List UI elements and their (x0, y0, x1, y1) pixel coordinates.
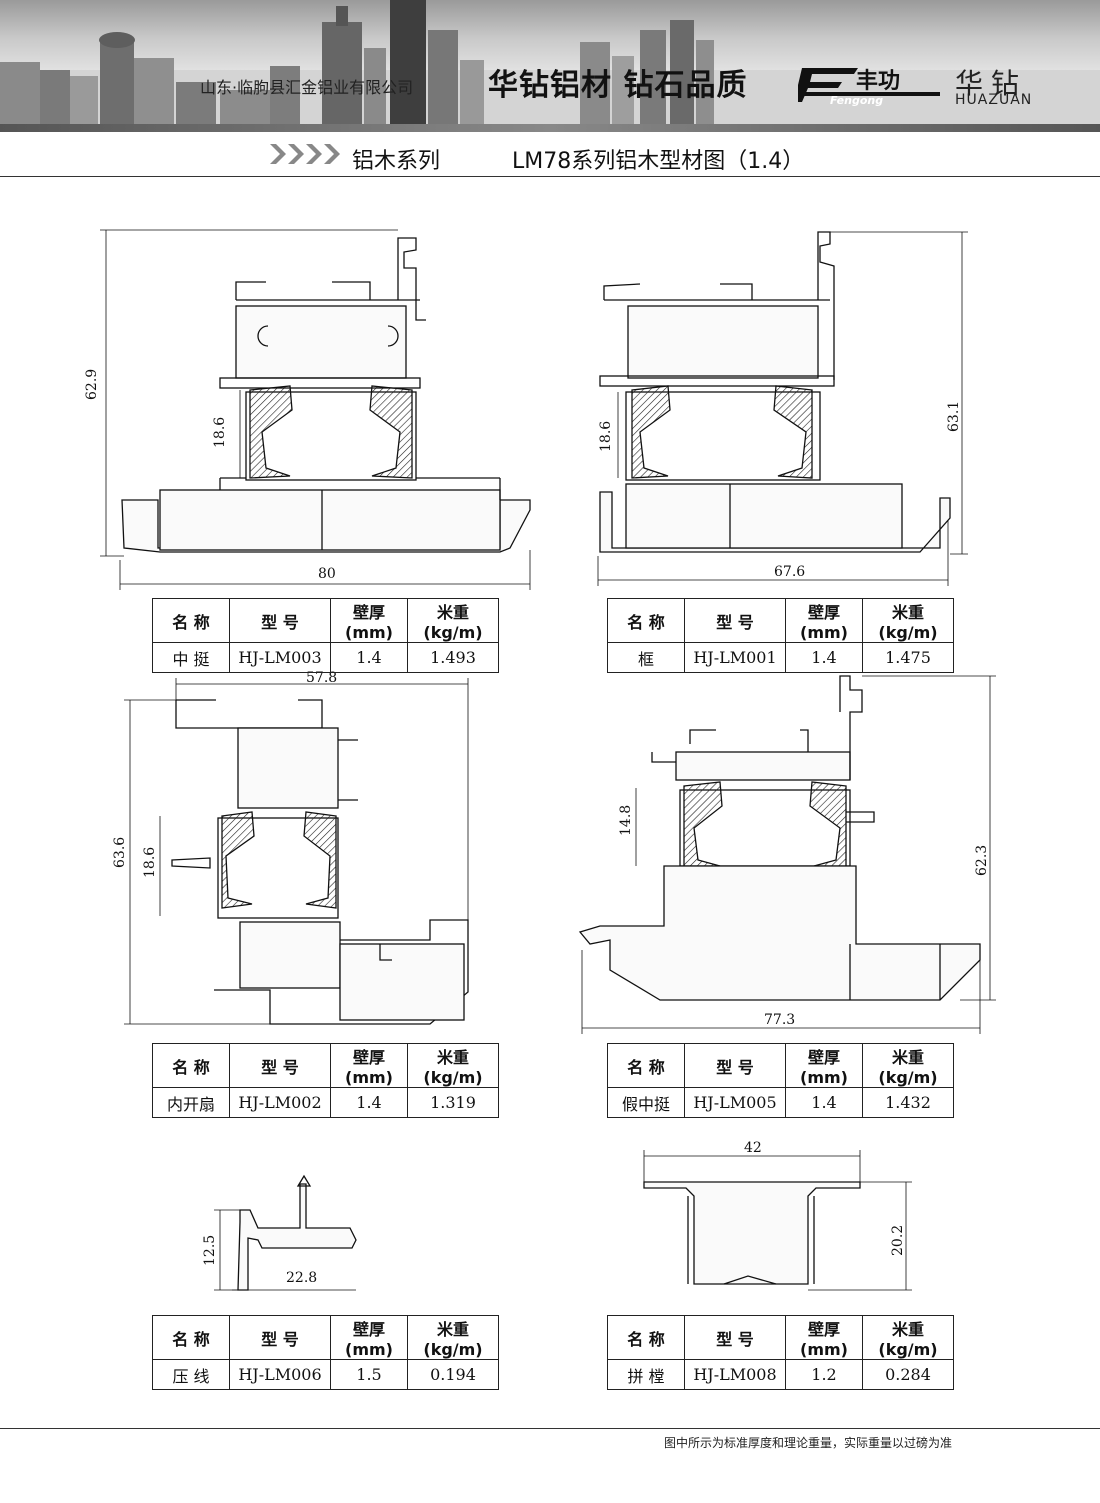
profile-lm001-drawing (599, 231, 951, 553)
profile-weight: 0.284 (862, 1359, 954, 1390)
profile-thickness: 1.2 (785, 1359, 863, 1390)
lm003-inner-label: 18.6 (212, 417, 228, 448)
svg-text:Fengong: Fengong (830, 94, 883, 106)
header-thickness: 壁厚(mm) (785, 598, 863, 643)
header-thickness: 壁厚(mm) (330, 598, 408, 643)
header-divider (0, 176, 1100, 177)
profile-model: HJ-LM008 (684, 1359, 786, 1390)
header-name: 名 称 (152, 598, 230, 643)
profile-lm008-drawing (643, 1181, 861, 1285)
header-model: 型 号 (229, 1043, 331, 1088)
profile-model: HJ-LM006 (229, 1359, 331, 1390)
lm006-width-label: 22.8 (286, 1270, 317, 1286)
city-skyline-banner (0, 0, 1100, 128)
profile-name: 假中挺 (607, 1087, 685, 1118)
lm006-height-label: 12.5 (202, 1235, 218, 1266)
header-thickness: 壁厚(mm) (330, 1043, 408, 1088)
lm005-width-label: 77.3 (764, 1012, 795, 1028)
profile-thickness: 1.4 (330, 642, 408, 673)
lm005-inner-label: 14.8 (618, 805, 634, 836)
header-model: 型 号 (684, 598, 786, 643)
profile-weight: 1.432 (862, 1087, 954, 1118)
brand-name-cn: 华钻 (955, 67, 1028, 100)
chevron-arrows-icon (270, 144, 340, 164)
series-label: 铝木系列 (352, 149, 441, 174)
header-model: 型 号 (229, 598, 331, 643)
header-name: 名 称 (152, 1043, 230, 1088)
slogan: 华钻铝材 钻石品质 (488, 68, 748, 103)
profile-lm003-drawing (121, 237, 531, 553)
profile-weight: 1.475 (862, 642, 954, 673)
brand-name-en: HUAZUAN (955, 92, 1033, 108)
profile-weight: 0.194 (407, 1359, 499, 1390)
profile-name: 框 (607, 642, 685, 673)
profile-name: 拼 樘 (607, 1359, 685, 1390)
header-weight: 米重(kg/m) (862, 1043, 954, 1088)
header-name: 名 称 (607, 598, 685, 643)
profile-weight: 1.319 (407, 1087, 499, 1118)
footer-divider (0, 1428, 1100, 1429)
profile-thickness: 1.5 (330, 1359, 408, 1390)
header-name: 名 称 (152, 1315, 230, 1360)
header-band (0, 124, 1100, 132)
profile-model: HJ-LM003 (229, 642, 331, 673)
profile-lm006-drawing (237, 1174, 357, 1291)
header-thickness: 壁厚(mm) (785, 1315, 863, 1360)
profile-thickness: 1.4 (330, 1087, 408, 1118)
profile-model: HJ-LM002 (229, 1087, 331, 1118)
header-thickness: 壁厚(mm) (330, 1315, 408, 1360)
lm001-width-label: 67.6 (774, 564, 805, 580)
header-model: 型 号 (684, 1043, 786, 1088)
header-weight: 米重(kg/m) (862, 598, 954, 643)
profile-weight: 1.493 (407, 642, 499, 673)
lm002-width-label: 57.8 (306, 670, 337, 686)
lm005-height-label: 62.3 (974, 845, 990, 876)
profile-name: 内开扇 (152, 1087, 230, 1118)
header-thickness: 壁厚(mm) (785, 1043, 863, 1088)
page-title: LM78系列铝木型材图（1.4） (512, 149, 805, 174)
header-weight: 米重(kg/m) (407, 1315, 499, 1360)
svg-text:丰功: 丰功 (856, 69, 900, 94)
profile-model: HJ-LM001 (684, 642, 786, 673)
lm001-height-label: 63.1 (946, 401, 962, 432)
header-name: 名 称 (607, 1043, 685, 1088)
lm008-width-label: 42 (744, 1140, 762, 1156)
company-name: 山东·临朐县汇金铝业有限公司 (200, 78, 414, 97)
fenggong-logo: 丰功 Fengong (798, 68, 940, 106)
lm003-width-label: 80 (318, 566, 336, 582)
lm008-height-label: 20.2 (890, 1225, 906, 1256)
lm001-inner-label: 18.6 (598, 421, 614, 452)
profile-lm005-drawing (578, 675, 981, 1001)
profile-model: HJ-LM005 (684, 1087, 786, 1118)
profile-name: 压 线 (152, 1359, 230, 1390)
header-model: 型 号 (684, 1315, 786, 1360)
profile-thickness: 1.4 (785, 1087, 863, 1118)
header-weight: 米重(kg/m) (862, 1315, 954, 1360)
lm003-height-label: 62.9 (84, 369, 100, 400)
header-weight: 米重(kg/m) (407, 1043, 499, 1088)
header-name: 名 称 (607, 1315, 685, 1360)
profile-lm002-drawing (171, 699, 469, 1025)
lm002-inner-label: 18.6 (142, 847, 158, 878)
profile-name: 中 挺 (152, 642, 230, 673)
header-weight: 米重(kg/m) (407, 598, 499, 643)
lm002-height-label: 63.6 (112, 837, 128, 868)
header-model: 型 号 (229, 1315, 331, 1360)
page-header: 山东·临朐县汇金铝业有限公司 华钻铝材 钻石品质 丰功 Fengong 华钻 H… (0, 0, 1100, 128)
footer-note: 图中所示为标准厚度和理论重量，实际重量以过磅为准 (664, 1436, 953, 1450)
profile-thickness: 1.4 (785, 642, 863, 673)
